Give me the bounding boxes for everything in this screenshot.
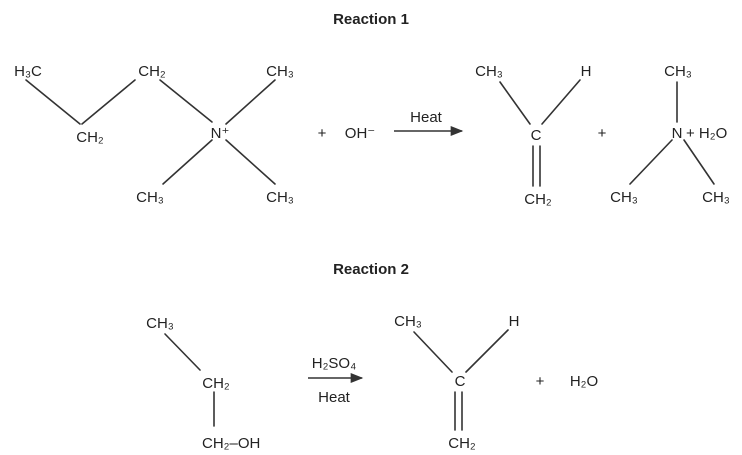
water-label: H₂O [570, 373, 598, 390]
bond [25, 79, 81, 125]
bond [499, 81, 531, 125]
reaction-2-alkene-product: CH₃ H C CH₂ [394, 313, 519, 452]
plus-sign: + [598, 125, 607, 142]
ch2-bottom-label: CH₂ [76, 129, 104, 146]
reaction-2-title: Reaction 2 [333, 261, 409, 278]
ch3-lower-left-label: CH₃ [136, 189, 164, 206]
arrow-label-catalyst: H₂SO₄ [312, 355, 356, 372]
bond [164, 333, 201, 371]
ch3-label: CH₃ [394, 313, 422, 330]
arrow-label-heat: Heat [318, 389, 351, 406]
reaction-1-reactant: H₃C CH₂ CH₂ N⁺ CH₃ CH₃ CH₃ [14, 63, 294, 206]
bond [162, 139, 213, 185]
n-plus-label: N⁺ [211, 125, 230, 142]
bond [465, 329, 509, 373]
c-label: C [455, 373, 466, 390]
ch2-label: CH₂ [202, 375, 230, 392]
bond [413, 331, 453, 373]
h-label: H [581, 63, 592, 80]
plus-water-label: + H₂O [686, 125, 727, 142]
ch3-label: CH₃ [475, 63, 503, 80]
bond [225, 139, 276, 185]
plus-sign: + [318, 125, 327, 142]
reaction-1-amine-product: CH₃ N + H₂O CH₃ CH₃ [610, 63, 730, 206]
hydroxide-label: OH⁻ [345, 125, 375, 142]
ch2-oh-label: CH₂–OH [202, 435, 260, 452]
reaction-1-alkene-product: CH₃ H C CH₂ [475, 63, 591, 208]
ch3-upper-right-label: CH₃ [266, 63, 294, 80]
bond [159, 79, 213, 123]
ch3-label: CH₃ [146, 315, 174, 332]
arrow-label-heat: Heat [410, 109, 443, 126]
bond [683, 139, 715, 185]
bond [225, 79, 276, 125]
h-label: H [509, 313, 520, 330]
plus-sign: + [536, 373, 545, 390]
ch2-top-label: CH₂ [138, 63, 166, 80]
h3c-label: H₃C [14, 63, 42, 80]
ch3-lower-right-label: CH₃ [266, 189, 294, 206]
bond [541, 79, 581, 125]
reaction-1-title: Reaction 1 [333, 11, 409, 28]
n-label: N [672, 125, 683, 142]
c-label: C [531, 127, 542, 144]
bond [629, 139, 673, 185]
ch3-top-label: CH₃ [664, 63, 692, 80]
ch3-right-label: CH₃ [702, 189, 730, 206]
ch2-label: CH₂ [524, 191, 552, 208]
reaction-2-reactant: CH₃ CH₂ CH₂–OH [146, 315, 260, 452]
ch2-label: CH₂ [448, 435, 476, 452]
ch3-left-label: CH₃ [610, 189, 638, 206]
bond [81, 79, 136, 125]
